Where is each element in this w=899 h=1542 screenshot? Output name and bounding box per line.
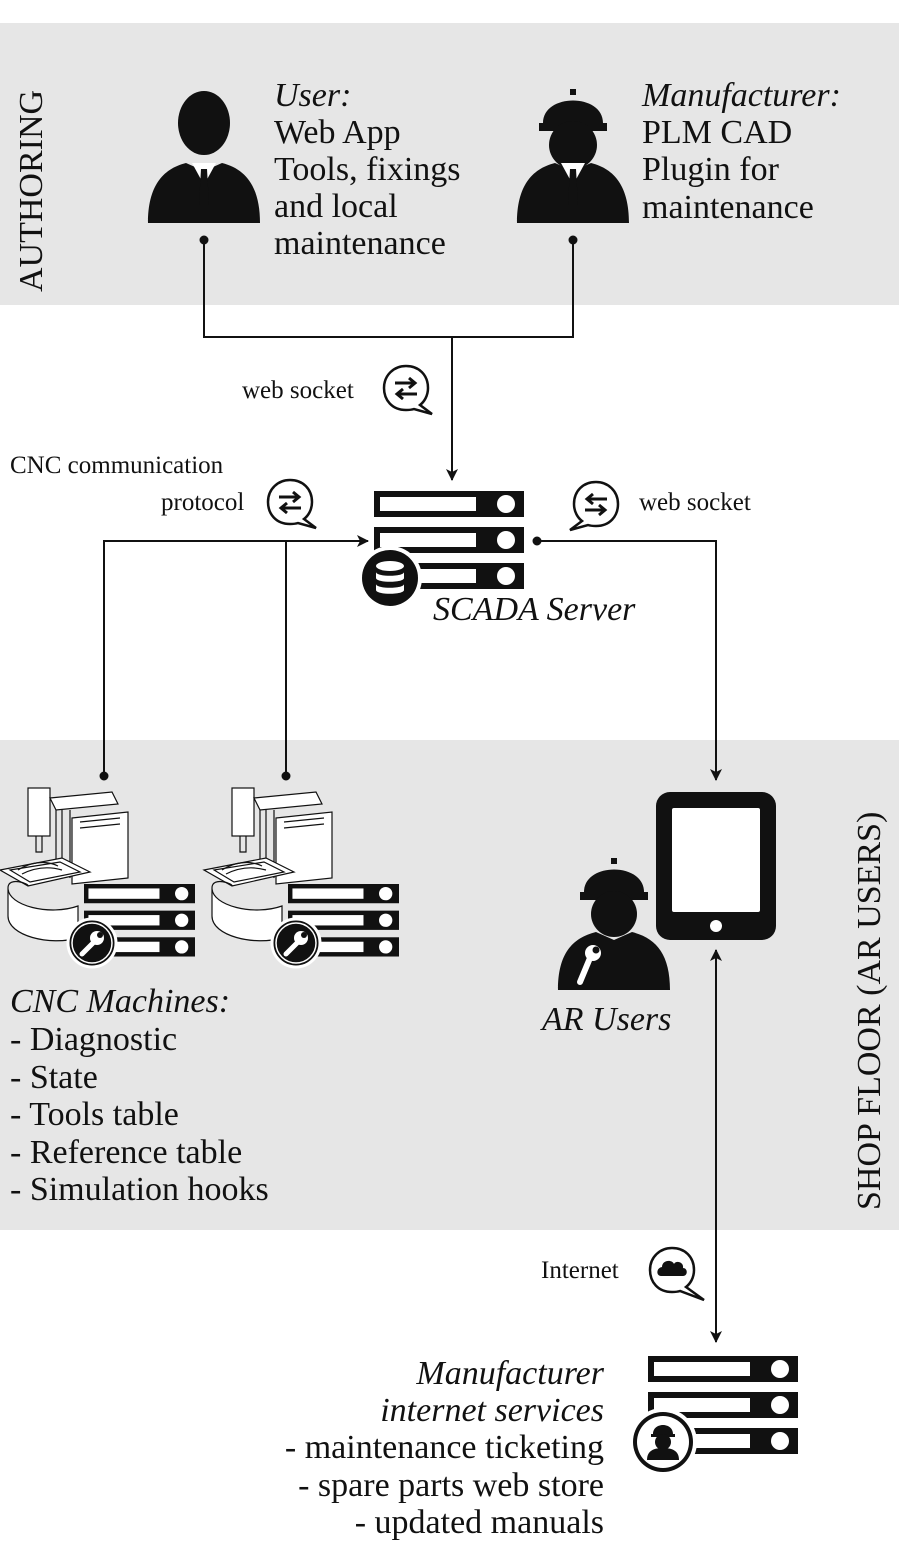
server-to-tablet-connector (532, 536, 722, 781)
bubble-arrows-icon (266, 478, 318, 530)
cnc-item: - Simulation hooks (10, 1171, 269, 1208)
manufacturer-line: Plugin for (642, 151, 780, 188)
web-socket-label-right: web socket (639, 489, 751, 516)
manufacturer-line: maintenance (642, 189, 814, 226)
services-item: - maintenance ticketing (285, 1429, 604, 1466)
cnc-protocol-label: protocol (161, 489, 244, 516)
bubble-arrows-icon (568, 480, 620, 532)
ar-technician-icon (558, 858, 670, 990)
services-item: - updated manuals (355, 1504, 604, 1541)
cloud-bubble-icon (648, 1246, 705, 1302)
cnc-item: - State (10, 1059, 98, 1096)
services-item: - spare parts web store (298, 1467, 604, 1504)
user-line: maintenance (274, 225, 446, 262)
manufacturer-title: Manufacturer: (641, 77, 841, 114)
cnc-title: CNC Machines: (10, 983, 230, 1020)
authoring-to-server-connector (199, 235, 578, 481)
shop-floor-label: SHOP FLOOR (AR USERS) (851, 812, 888, 1210)
authoring-band (0, 23, 899, 305)
tablet-icon (656, 792, 776, 940)
database-server-icon (358, 546, 422, 610)
cnc-item: - Diagnostic (10, 1021, 177, 1058)
internet-label: Internet (541, 1257, 619, 1284)
ar-users-label: AR Users (540, 1001, 671, 1038)
cnc-item: - Reference table (10, 1134, 242, 1171)
web-socket-label-top: web socket (242, 377, 354, 404)
manufacturer-line: PLM CAD (642, 114, 792, 151)
authoring-label: AUTHORING (13, 90, 50, 292)
user-line: Web App (274, 114, 401, 151)
server-to-cnc-connector (99, 535, 369, 781)
services-title: internet services (380, 1392, 604, 1429)
user-line: Tools, fixings (274, 151, 461, 188)
manufacturer-badge-icon (629, 1408, 697, 1476)
bubble-arrows-icon (382, 364, 434, 416)
scada-server-label: SCADA Server (433, 591, 636, 628)
user-title: User: (274, 77, 351, 114)
cnc-protocol-label: CNC communication (10, 452, 224, 479)
user-line: and local (274, 188, 398, 225)
services-title: Manufacturer (415, 1355, 604, 1392)
cnc-item: - Tools table (10, 1096, 179, 1133)
